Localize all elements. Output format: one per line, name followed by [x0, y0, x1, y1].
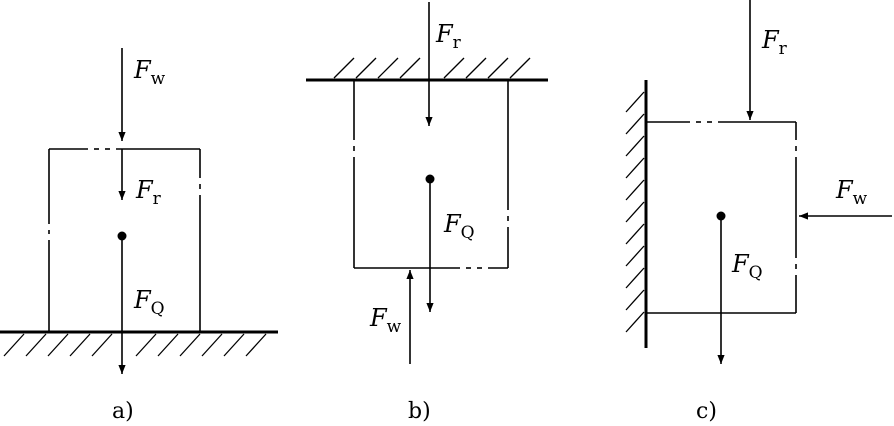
panel-b-fw-label: Fw: [369, 304, 402, 337]
panel-a-ground-hatching: [3, 333, 267, 357]
panel-b: Fr FQ Fw b): [306, 2, 548, 424]
panel-c-fw-label: Fw: [835, 176, 868, 209]
panel-b-fq-label: FQ: [443, 210, 475, 243]
panel-c-wall-hatching: [625, 91, 645, 333]
panel-c: Fr Fw FQ c): [625, 0, 892, 424]
panel-a-fr-label: Fr: [135, 176, 162, 209]
panel-b-fr-label: Fr: [435, 20, 462, 53]
panel-b-caption: b): [408, 399, 431, 424]
panel-a-fw-label: Fw: [133, 56, 166, 89]
panel-c-caption: c): [696, 399, 717, 424]
panel-a-caption: a): [112, 399, 134, 424]
panel-c-fr-label: Fr: [761, 26, 788, 59]
panel-b-body-outline: [353, 80, 509, 269]
panel-b-ceiling-hatching: [333, 57, 531, 79]
panel-c-fq-label: FQ: [731, 250, 763, 283]
panel-a: Fw Fr FQ a): [0, 48, 278, 424]
panel-a-body-outline: [48, 148, 201, 332]
panel-a-fq-label: FQ: [133, 286, 165, 319]
